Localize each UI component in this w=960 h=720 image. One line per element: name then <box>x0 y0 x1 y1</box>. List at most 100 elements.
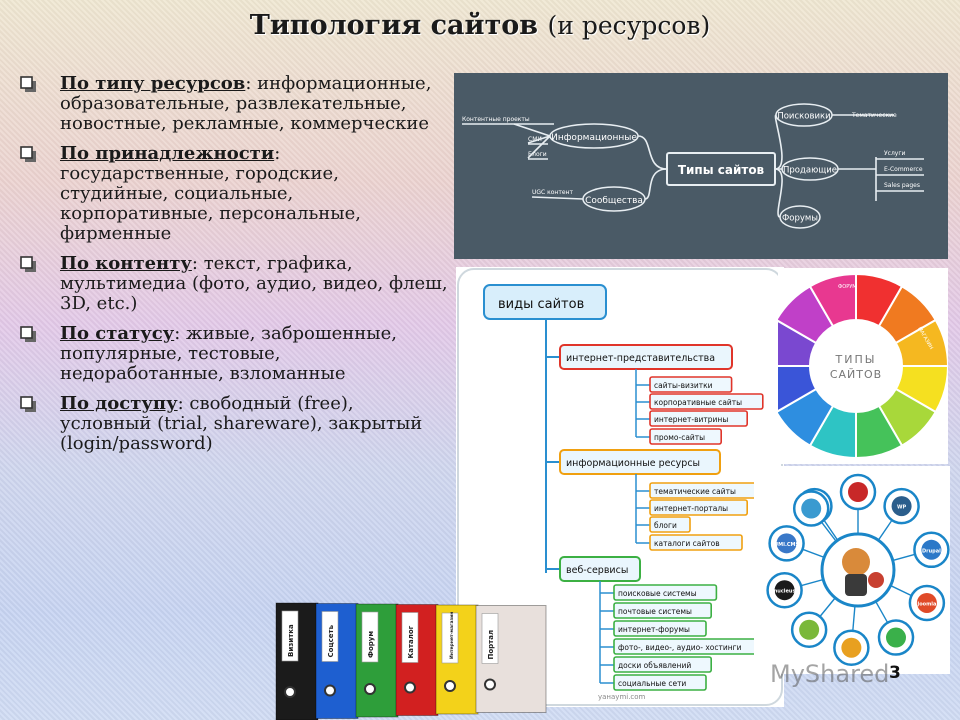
mascot-tail-icon <box>868 572 884 588</box>
tree-leaf-label: интернет-порталы <box>654 504 728 513</box>
tree-leaf-node <box>613 602 712 619</box>
center-node-label: Типы сайтов <box>678 163 765 177</box>
binder-ring-hole <box>364 683 376 695</box>
cms-logo-icon <box>916 592 937 613</box>
typology-list: По типу ресурсов: информационные, образо… <box>20 74 450 464</box>
slide-number: 3 <box>889 663 901 683</box>
branch-label: Продающие <box>783 166 837 176</box>
watermark: MyShared <box>770 660 890 688</box>
item-heading: По принадлежности <box>60 143 275 164</box>
leaf-label: Блоги <box>528 151 547 158</box>
tree-footer-text: yaнaymi.com <box>598 693 646 701</box>
cms-logo-text: Joomla <box>916 601 936 607</box>
binder-label-card <box>321 611 339 662</box>
leaf-label: Тематические <box>851 112 897 119</box>
item-text: свободный (free), условный (trial, share… <box>60 393 423 454</box>
item-colon: : <box>245 73 252 94</box>
item-colon: : <box>177 393 184 414</box>
binder-label-card <box>481 613 499 664</box>
item-heading: По доступу <box>60 393 178 414</box>
title-sub: (и ресурсов) <box>547 11 711 40</box>
item-heading: По контенту <box>60 253 192 274</box>
binder-label-text: Визитка <box>287 624 295 657</box>
cms-logo-icon <box>776 533 797 554</box>
typology-item: По принадлежности: государственные, горо… <box>20 144 450 244</box>
tree-leaf-label: тематические сайты <box>654 487 736 496</box>
binder-label-card <box>361 611 379 663</box>
square-bullet-icon <box>20 326 36 342</box>
tree-diagram: виды сайтовинтернет-представительствасай… <box>457 268 783 706</box>
connector-line <box>531 196 584 200</box>
binder-label-text: Портал <box>487 630 495 660</box>
typology-item: По контенту: текст, графика, мультимедиа… <box>20 254 450 314</box>
tree-leaf-label: блоги <box>654 521 677 530</box>
tree-leaf-node <box>649 499 748 516</box>
wheel-label-line1: ТИПЫ <box>835 353 877 366</box>
binder-label-card <box>281 610 299 662</box>
leaf-label: UGC контент <box>532 189 573 196</box>
item-heading: По типу ресурсов <box>60 73 246 94</box>
tree-leaf-label: социальные сети <box>618 679 686 688</box>
tree-leaf-label: фото-, видео-, аудио- хостинги <box>618 643 742 652</box>
tree-leaf-node <box>649 516 691 533</box>
wheel-center <box>812 322 900 410</box>
wheel-segment <box>808 272 857 328</box>
connector-line <box>637 135 668 170</box>
cms-logo-icon <box>848 482 868 502</box>
tree-leaf-label: интернет-витрины <box>654 415 728 424</box>
wheel-ring-text: ФОРУМ <box>838 284 857 290</box>
binder-label-card <box>441 612 459 664</box>
connector-line <box>774 114 783 170</box>
tree-leaf-label: промо-сайты <box>654 433 705 442</box>
connector-line <box>644 168 668 200</box>
tree-leaf-label: поисковые системы <box>618 589 697 598</box>
tree-leaf-node <box>613 674 707 691</box>
item-colon: : <box>274 143 281 164</box>
square-bullet-icon <box>20 146 36 162</box>
typology-item: По доступу: свободный (free), условный (… <box>20 394 450 454</box>
tree-group-label: веб-сервисы <box>566 565 628 576</box>
wheel-segment <box>894 318 948 367</box>
cms-logo-icon <box>921 539 942 560</box>
wheel-label-line2: САЙТОВ <box>830 368 882 381</box>
item-colon: : <box>191 253 198 274</box>
cms-logo-icon <box>841 637 862 658</box>
leaf-label: Услуги <box>884 150 905 157</box>
tree-leaf-label: сайты-визитки <box>654 381 713 390</box>
item-text: информационные, образовательные, развлек… <box>60 73 432 134</box>
cms-logo-text: nucleus <box>774 589 796 595</box>
tree-leaf-label: доски объявлений <box>618 661 691 670</box>
binder-ring-hole <box>484 678 496 691</box>
binder-ring-hole <box>324 684 336 697</box>
leaf-label: E-Commerce <box>884 166 923 173</box>
cms-logo-icon <box>891 496 912 517</box>
item-text: живые, заброшенные, популярные, тестовые… <box>60 323 397 384</box>
tree-leaf-node <box>649 428 722 445</box>
tree-leaf-node <box>649 410 748 427</box>
connector-line <box>513 123 551 137</box>
cms-panel: phpWPDrupalJoomlanucleusUMI.CMS <box>754 466 950 674</box>
mindmap-diagram: Типы сайтовИнформационныеСообществаКонте… <box>462 103 924 229</box>
binder-label-text: Интернет-магазин <box>449 612 455 659</box>
square-bullet-icon <box>20 256 36 272</box>
connector-line <box>527 135 551 159</box>
binder-label-text: Форум <box>367 631 375 658</box>
cms-logo-icon <box>886 627 906 648</box>
wheel-segment <box>778 365 818 413</box>
tree-leaf-node <box>649 393 764 410</box>
item-colon: : <box>174 323 181 344</box>
tree-leaf-node <box>649 376 733 393</box>
cms-logos-diagram: phpWPDrupalJoomlanucleusUMI.CMS <box>766 473 950 666</box>
slide-title: Типология сайтов (и ресурсов) <box>0 10 960 41</box>
branch-label: Сообщества <box>585 196 643 206</box>
tree-leaf-label: интернет-форумы <box>618 625 690 634</box>
binder-ring-hole <box>284 686 296 698</box>
title-main: Типология сайтов <box>249 10 539 41</box>
cms-logo-text: Drupal <box>922 548 941 554</box>
square-bullet-icon <box>20 76 36 92</box>
